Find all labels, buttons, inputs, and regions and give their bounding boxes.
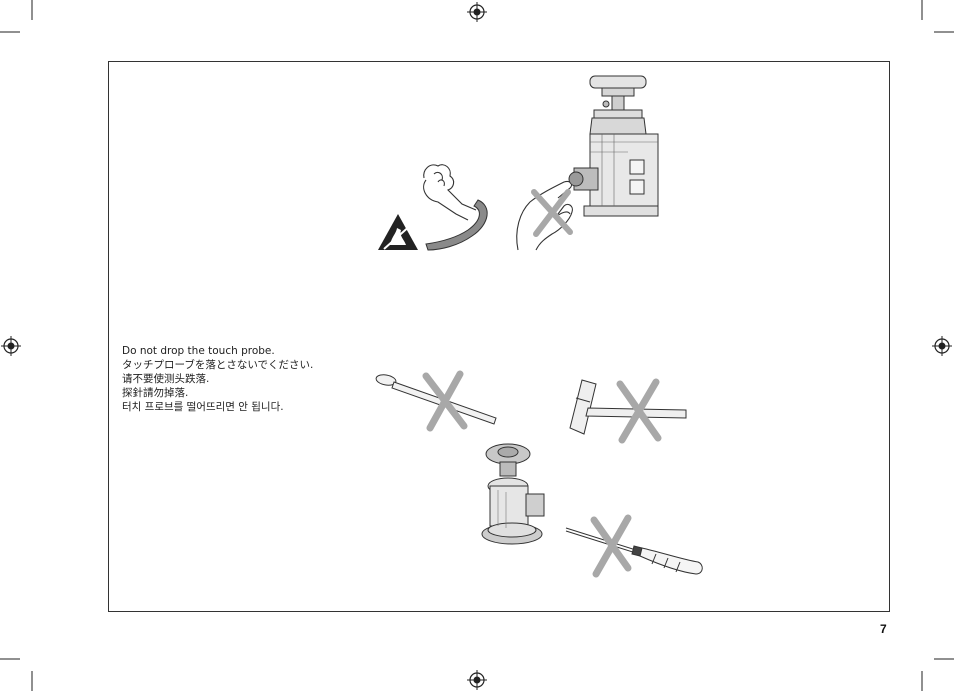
registration-mark-icon <box>1 336 21 356</box>
registration-mark-icon <box>467 2 487 22</box>
page-number: 7 <box>880 622 887 636</box>
instruction-line-en: Do not drop the touch probe. <box>122 345 275 357</box>
crossed-out-icon <box>616 378 662 444</box>
wrist-strap-hand-illustration <box>423 164 488 251</box>
instruction-line-zh-cn: 请不要使测头跌落. <box>122 373 210 385</box>
crossed-out-icon <box>531 189 573 237</box>
instruction-line-zh-tw: 探針請勿掉落. <box>122 387 189 399</box>
touch-probe-illustration <box>481 443 545 545</box>
registration-mark-icon <box>467 670 487 690</box>
touch-probe-illustration <box>568 75 659 217</box>
instruction-line-ja: タッチプローブを落とさないでください. <box>122 359 314 371</box>
instruction-line-ko: 터치 프로브를 떨어뜨리면 안 됩니다. <box>122 401 284 413</box>
content-frame <box>108 61 890 612</box>
crossed-out-icon <box>422 370 468 432</box>
esd-warning-icon <box>378 214 418 250</box>
instruction-text: Do not drop the touch probe. タッチプローブを落とさ… <box>122 344 352 414</box>
screwdriver-illustration <box>565 527 703 575</box>
registration-mark-icon <box>932 336 952 356</box>
crossed-out-icon <box>590 514 632 578</box>
